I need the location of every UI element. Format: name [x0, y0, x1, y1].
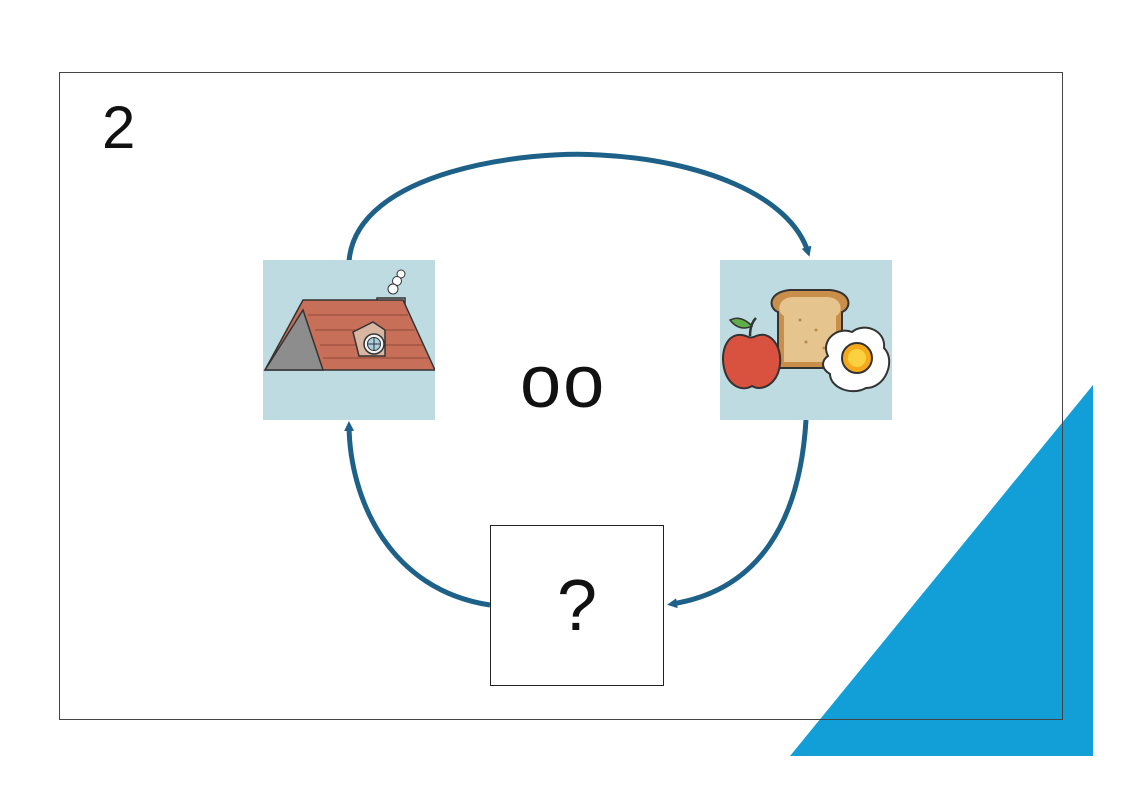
arrow-unknown-to-roof: [344, 421, 491, 608]
card-number: 2: [102, 94, 136, 161]
question-mark: ?: [556, 565, 598, 646]
roof-picture: [263, 260, 437, 420]
breakfast-picture: [720, 260, 892, 420]
arrow-breakfast-to-unknown: [667, 419, 809, 609]
target-word: oo: [520, 340, 607, 423]
arrow-roof-to-breakfast: [346, 151, 812, 263]
unknown-picture-box[interactable]: ?: [490, 525, 664, 686]
card-frame: [59, 72, 1063, 720]
